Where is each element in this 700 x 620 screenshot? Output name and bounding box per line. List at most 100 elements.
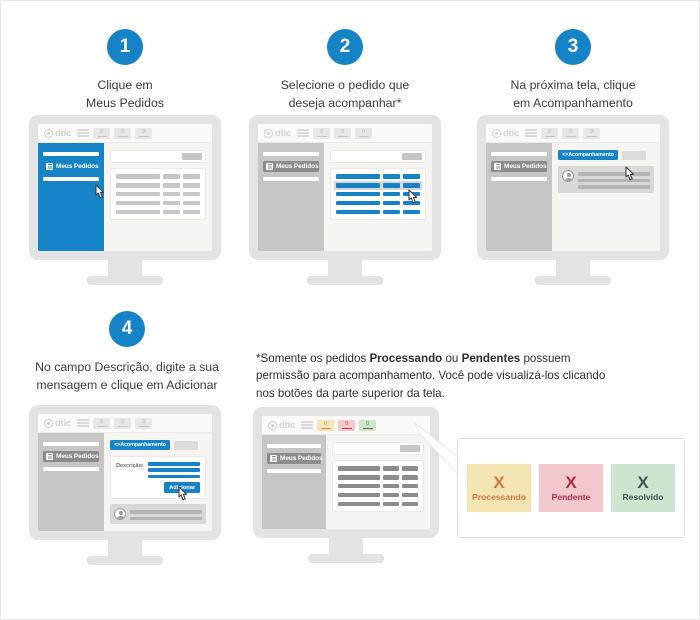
search-box[interactable] bbox=[331, 442, 424, 455]
monitor-3-base bbox=[535, 276, 611, 285]
step-3-header: 3 Na próxima tela, clique em Acompanhame… bbox=[473, 29, 673, 113]
monitor-2-base bbox=[307, 276, 383, 285]
monitor-4-content: <>Acompanhamento Descrição: Adicionar bbox=[104, 433, 212, 531]
monitor-1-screen: dtic 0 0 0 Meus Pedidos bbox=[38, 124, 212, 251]
sidebar-item-meus-pedidos[interactable]: Meus Pedidos bbox=[267, 453, 323, 464]
adicionar-button[interactable]: Adicionar bbox=[164, 482, 200, 494]
table-row[interactable] bbox=[334, 172, 422, 181]
table-row[interactable] bbox=[336, 482, 420, 491]
status-mark-pendente: X bbox=[565, 473, 577, 492]
table-row-selected[interactable] bbox=[334, 180, 422, 190]
toolbar-status-button-3[interactable]: 0 bbox=[135, 127, 153, 139]
monitor-3-neck bbox=[556, 260, 590, 276]
table-row[interactable] bbox=[114, 208, 202, 217]
table-row[interactable] bbox=[334, 208, 422, 217]
step-2-caption: Selecione o pedido que deseja acompanhar… bbox=[280, 78, 410, 110]
step-1-caption: Clique em Meus Pedidos bbox=[86, 78, 164, 110]
toolbar-status-button-3[interactable]: 0 bbox=[355, 127, 373, 139]
monitor-2-layout: Meus Pedidos bbox=[258, 143, 432, 251]
table-row[interactable] bbox=[336, 464, 420, 473]
search-button[interactable] bbox=[182, 153, 202, 160]
acompanhamento-prefix: <> bbox=[562, 152, 569, 158]
monitor-3-content: <>Acompanhamento bbox=[552, 143, 660, 251]
status-badge-resolvido: X Resolvido bbox=[611, 464, 675, 512]
toolbar-status-button-3[interactable]: 0 bbox=[135, 417, 153, 429]
logo-ring-icon bbox=[492, 128, 501, 138]
acompanhamento-row: <>Acompanhamento bbox=[110, 440, 206, 450]
search-button[interactable] bbox=[402, 153, 422, 160]
toolbar-status-button-2[interactable]: 0 bbox=[334, 127, 352, 139]
table-row[interactable] bbox=[336, 500, 420, 509]
hamburger-menu-icon[interactable] bbox=[297, 129, 310, 137]
acompanhamento-label: Acompanhamento bbox=[120, 442, 166, 448]
table-row[interactable] bbox=[114, 199, 202, 208]
orders-table bbox=[110, 168, 206, 221]
table-row[interactable] bbox=[114, 181, 202, 190]
toolbar-count-1: 0 bbox=[320, 128, 323, 135]
table-row[interactable] bbox=[334, 199, 422, 208]
sidebar-item-label: Meus Pedidos bbox=[56, 453, 99, 460]
search-button[interactable] bbox=[400, 445, 420, 452]
monitor-2-screen: dtic 0 0 0 Meus Pedidos bbox=[258, 124, 432, 251]
hamburger-menu-icon[interactable] bbox=[77, 129, 90, 137]
toolbar-count-3: 0 bbox=[362, 128, 365, 135]
monitor-3-layout: Meus Pedidos <>Acompanhamento bbox=[486, 143, 660, 251]
table-row[interactable] bbox=[114, 172, 202, 181]
hamburger-menu-icon[interactable] bbox=[525, 129, 538, 137]
status-badge-processando: X Processando bbox=[467, 464, 531, 512]
table-row[interactable] bbox=[336, 473, 420, 482]
search-box[interactable] bbox=[110, 150, 206, 163]
sidebar-item-meus-pedidos[interactable]: Meus Pedidos bbox=[43, 451, 100, 462]
table-row[interactable] bbox=[334, 190, 422, 199]
descricao-field-row: Descrição: bbox=[116, 462, 200, 479]
toolbar-status-button-pendente[interactable]: 0 bbox=[338, 419, 356, 431]
sidebar-divider-top bbox=[263, 152, 320, 156]
table-row[interactable] bbox=[114, 190, 202, 199]
step-3-number: 3 bbox=[555, 29, 591, 65]
footnote-bold-pendentes: Pendentes bbox=[461, 352, 521, 365]
table-row[interactable] bbox=[336, 491, 420, 500]
dtic-logo: dtic bbox=[44, 418, 71, 429]
toolbar-status-button-2[interactable]: 0 bbox=[114, 417, 132, 429]
sidebar-item-meus-pedidos[interactable]: Meus Pedidos bbox=[491, 161, 548, 172]
acompanhamento-button[interactable]: <>Acompanhamento bbox=[558, 150, 618, 160]
descricao-textarea[interactable] bbox=[147, 462, 200, 479]
toolbar-status-button-resolvido[interactable]: 0 bbox=[359, 419, 377, 431]
toolbar-status-button-2[interactable]: 0 bbox=[114, 127, 132, 139]
toolbar-status-button-processando[interactable]: 0 bbox=[317, 419, 335, 431]
sidebar-divider-top bbox=[43, 442, 100, 446]
step-2-number: 2 bbox=[327, 29, 363, 65]
logo-text: dtic bbox=[279, 419, 296, 431]
toolbar-status-button-1[interactable]: 0 bbox=[93, 127, 111, 139]
sidebar: Meus Pedidos bbox=[486, 143, 553, 251]
toolbar-status-button-1[interactable]: 0 bbox=[93, 417, 111, 429]
toolbar-status-button-1[interactable]: 0 bbox=[541, 127, 559, 139]
search-box[interactable] bbox=[330, 150, 426, 163]
monitor-4-neck bbox=[108, 540, 142, 556]
list-icon bbox=[46, 453, 53, 460]
monitor-step-4: dtic 0 0 0 Meus Pedidos bbox=[29, 405, 221, 565]
hamburger-menu-icon[interactable] bbox=[77, 419, 90, 427]
toolbar-status-button-3[interactable]: 0 bbox=[583, 127, 601, 139]
sidebar-item-meus-pedidos[interactable]: Meus Pedidos bbox=[263, 161, 320, 172]
toolbar-status-button-1[interactable]: 0 bbox=[313, 127, 331, 139]
toolbar-count-resolvido: 0 bbox=[366, 420, 369, 427]
monitor-step-1: dtic 0 0 0 Meus Pedidos bbox=[29, 115, 221, 285]
monitor-1-neck bbox=[108, 260, 142, 276]
sidebar: Meus Pedidos bbox=[38, 433, 105, 531]
footnote-part-1: *Somente os pedidos bbox=[256, 352, 370, 365]
toolbar-count-2: 0 bbox=[569, 128, 572, 135]
monitor-5-layout: Meus Pedidos bbox=[262, 435, 430, 529]
status-label-resolvido: Resolvido bbox=[622, 492, 664, 502]
secondary-tab-button[interactable] bbox=[173, 440, 198, 450]
step-1-header: 1 Clique em Meus Pedidos bbox=[25, 29, 225, 113]
hamburger-menu-icon[interactable] bbox=[301, 421, 314, 429]
acompanhamento-button[interactable]: <>Acompanhamento bbox=[110, 440, 170, 450]
secondary-tab-button[interactable] bbox=[621, 150, 646, 160]
sidebar-item-meus-pedidos[interactable]: Meus Pedidos bbox=[43, 161, 100, 172]
list-icon bbox=[494, 163, 501, 170]
step-1-number: 1 bbox=[107, 29, 143, 65]
step-2-header: 2 Selecione o pedido que deseja acompanh… bbox=[245, 29, 445, 113]
toolbar-status-button-2[interactable]: 0 bbox=[562, 127, 580, 139]
